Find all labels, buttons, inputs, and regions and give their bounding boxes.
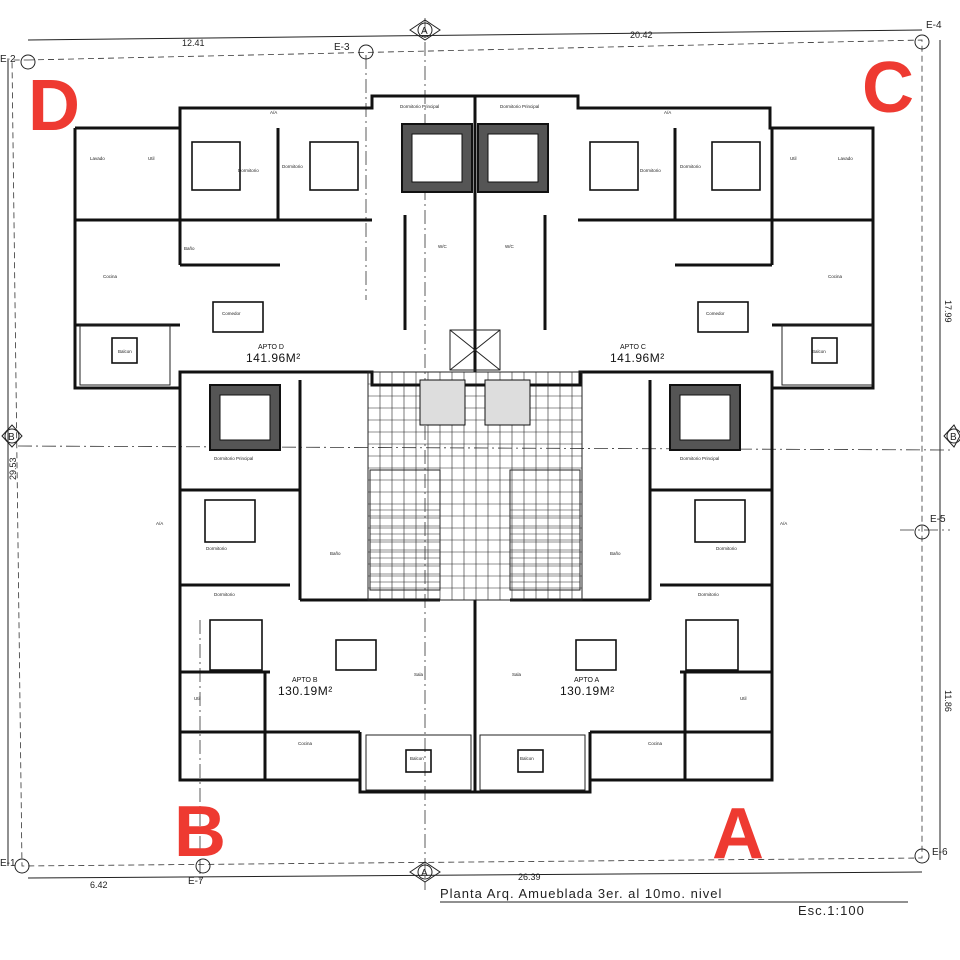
quadrant-letter-a: A xyxy=(712,794,764,874)
room-label-dormitorio-d1: Dormitorio xyxy=(238,168,259,173)
room-label-dorm-principal-c: Dormitorio Principal xyxy=(500,104,539,109)
apto-d-area: 141.96M² xyxy=(246,351,301,365)
dimension-right-lower: 11.86 xyxy=(943,690,953,712)
dimension-bottom-left: 6.42 xyxy=(90,880,108,890)
room-label-util-a: Util xyxy=(740,696,747,701)
room-label-cocina-c: Cocina xyxy=(828,274,843,279)
drawing-title-main: Planta Arq. Amueblada 3er. al 10mo. nive… xyxy=(440,886,722,901)
room-label-util-c: Util xyxy=(790,156,797,161)
room-label-sala-b: Sala xyxy=(414,672,424,677)
room-label-balcon-c: Balcon xyxy=(812,349,826,354)
room-label-cocina-a: Cocina xyxy=(648,741,663,746)
quadrant-letter-b: B xyxy=(174,792,226,872)
building-outline xyxy=(73,94,875,794)
drawing-title: Planta Arq. Amueblada 3er. al 10mo. nive… xyxy=(440,886,908,918)
grid-label-e2: E-2 xyxy=(0,54,16,65)
apartment-labels: APTO D 141.96M² APTO C 141.96M² APTO B 1… xyxy=(246,344,665,698)
room-label-wic-d: W/C xyxy=(438,244,447,249)
dimension-lines: 12.41 20.42 26.39 6.42 17.99 11.86 29.53 xyxy=(8,30,953,890)
beds xyxy=(191,141,761,671)
room-label-bano-d: Baño xyxy=(184,246,195,251)
apto-c-area: 141.96M² xyxy=(610,351,665,365)
quadrant-letters: D C B A xyxy=(28,48,914,874)
room-label-dormitorio-c1: Dormitorio xyxy=(680,164,701,169)
apto-b-name: APTO B xyxy=(292,677,318,684)
room-label-ac-b: A/A xyxy=(156,521,163,526)
stairs-elevators xyxy=(369,329,581,591)
grid-label-e4: E-4 xyxy=(926,20,942,31)
room-label-sala-a: Sala xyxy=(512,672,522,677)
room-label-lavado-c: Lavado xyxy=(838,156,853,161)
axis-b-left-label: B xyxy=(8,432,15,443)
dining-sets xyxy=(212,301,749,671)
room-label-bano-b: Baño xyxy=(330,551,341,556)
axis-a-top-label: A xyxy=(421,26,428,37)
balcony-furniture xyxy=(79,324,873,791)
dimension-bottom-total: 26.39 xyxy=(518,872,541,882)
room-label-balcon-b: Balcon xyxy=(410,756,424,761)
room-label-comedor-d: Comedor xyxy=(222,311,241,316)
axis-a-bottom-label: A xyxy=(421,868,428,879)
room-label-dorm-principal-d: Dormitorio Principal xyxy=(400,104,439,109)
room-label-dormitorio-c2: Dormitorio xyxy=(640,168,661,173)
grid-label-e1: E-1 xyxy=(0,858,16,869)
room-label-ac-a: A/A xyxy=(780,521,787,526)
room-label-cocina-b: Cocina xyxy=(298,741,313,746)
dimension-right-upper: 17.99 xyxy=(943,300,953,323)
room-label-dormitorio-a2: Dormitorio xyxy=(698,592,719,597)
room-label-util-d: Util xyxy=(148,156,155,161)
apto-d-name: APTO D xyxy=(258,344,284,351)
apto-c-name: APTO C xyxy=(620,344,646,351)
grid-label-e6: E-6 xyxy=(932,847,948,858)
quadrant-letter-d: D xyxy=(28,66,80,146)
room-label-balcon-a: Balcon xyxy=(520,756,534,761)
room-label-dorm-principal-a: Dormitorio Principal xyxy=(680,456,719,461)
grid-label-e5: E-5 xyxy=(930,514,946,525)
master-bedrooms xyxy=(209,123,741,451)
room-label-ac-d: A/A xyxy=(270,110,277,115)
dimension-top-left: 12.41 xyxy=(182,38,205,48)
room-label-dormitorio-b2: Dormitorio xyxy=(214,592,235,597)
room-label-dormitorio-a1: Dormitorio xyxy=(716,546,737,551)
room-label-cocina-d: Cocina xyxy=(103,274,118,279)
grid-markers: E-2 E-3 E-4 E-5 E-6 E-1 E-7 A A B B xyxy=(0,19,960,887)
dimension-top-right: 20.42 xyxy=(630,30,653,40)
room-label-dorm-principal-b: Dormitorio Principal xyxy=(214,456,253,461)
grid-label-e7: E-7 xyxy=(188,876,204,887)
apto-b-area: 130.19M² xyxy=(278,684,333,698)
room-label-dormitorio-d2: Dormitorio xyxy=(282,164,303,169)
room-label-bano-a: Baño xyxy=(610,551,621,556)
drawing-title-scale: Esc.1:100 xyxy=(798,903,865,918)
quadrant-letter-c: C xyxy=(862,48,914,128)
property-boundary xyxy=(7,29,941,879)
apto-a-name: APTO A xyxy=(574,677,599,684)
grid-label-e3: E-3 xyxy=(334,42,350,53)
axis-b-right-label: B xyxy=(950,432,957,443)
room-label-dormitorio-b1: Dormitorio xyxy=(206,546,227,551)
room-label-util-b: Util xyxy=(194,696,201,701)
room-label-comedor-c: Comedor xyxy=(706,311,725,316)
room-label-wic-c: W/C xyxy=(505,244,514,249)
dimension-left-total: 29.53 xyxy=(8,457,18,480)
room-labels: Lavado Util Dormitorio Dormitorio Cocina… xyxy=(90,104,853,761)
room-label-ac-c: A/A xyxy=(664,110,671,115)
apto-a-area: 130.19M² xyxy=(560,684,615,698)
room-label-balcon-d: Balcon xyxy=(118,349,132,354)
room-label-lavado-d: Lavado xyxy=(90,156,105,161)
